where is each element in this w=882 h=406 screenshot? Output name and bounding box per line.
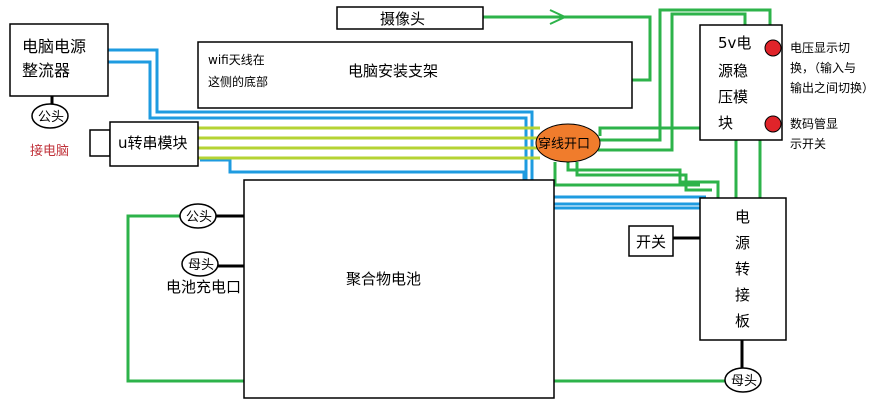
camera-box — [336, 6, 484, 30]
power-wire-6 — [553, 162, 700, 187]
pconv-label-2: 源 — [735, 234, 750, 252]
connect-pc-label: 接电脑 — [30, 143, 69, 159]
wifi-note-1: wifi天线在 — [208, 53, 265, 67]
battery-label: 聚合物电池 — [346, 270, 421, 288]
bottom-female-plug — [724, 367, 762, 393]
pconv-label-5: 板 — [735, 312, 750, 330]
rectifier-male-label: 公头 — [38, 110, 64, 125]
serial-wire-1 — [108, 48, 706, 199]
digital-toggle-indicator — [764, 115, 782, 133]
pass-opening — [535, 123, 601, 163]
switch-label: 开关 — [636, 233, 666, 251]
digital-note-1: 数码管显 — [790, 116, 838, 131]
v5-label-3: 压模 — [718, 88, 748, 106]
battery-charge-label: 电池充电口 — [166, 278, 241, 296]
camera-label: 摄像头 — [380, 10, 425, 28]
battery-male-plug — [179, 203, 217, 229]
switch-box — [628, 225, 674, 257]
camera-arrow — [549, 9, 568, 25]
pconv-label-3: 转 — [735, 260, 750, 278]
rectifier-label-2: 整流器 — [22, 61, 70, 80]
usb-plug — [89, 129, 111, 157]
power-wire-top — [598, 8, 772, 142]
battery-male-label: 公头 — [186, 210, 212, 225]
rectifier-label-1: 电脑电源 — [22, 37, 86, 56]
power-board-box — [699, 197, 787, 341]
power-wire-mid — [598, 12, 747, 152]
rectifier-box — [9, 23, 109, 97]
battery-female-label: 母头 — [188, 258, 214, 273]
battery-female-plug — [181, 251, 219, 277]
power-wire-3 — [598, 126, 700, 136]
wifi-note-2: 这侧的底部 — [208, 74, 268, 89]
voltage-note-2: 换，（输入与 — [790, 60, 856, 75]
battery-box — [243, 179, 555, 399]
voltage-note-1: 电压显示切 — [790, 41, 850, 55]
power-wire-4 — [566, 162, 720, 200]
pc-mount-box — [197, 41, 633, 109]
voltage-toggle-indicator — [764, 39, 782, 57]
v5-label-2: 源稳 — [718, 62, 748, 80]
serial-wire-2 — [108, 60, 706, 206]
voltage-note-3: 输出之间切换） — [790, 80, 874, 95]
bottom-female-label: 母头 — [731, 374, 757, 389]
power-wire-5 — [575, 162, 712, 192]
pconv-label-4: 接 — [735, 286, 750, 304]
v5-label-4: 块 — [718, 114, 733, 132]
usb-serial-label: u转串模块 — [118, 134, 188, 152]
usb-serial-box — [109, 121, 199, 167]
pc-mount-label: 电脑安装支架 — [348, 62, 438, 80]
rectifier-male-plug — [31, 103, 69, 129]
pass-opening-label: 穿线开口 — [538, 136, 590, 152]
v5-label-1: 5v电 — [718, 34, 751, 52]
pconv-label-1: 电 — [735, 208, 750, 226]
digital-note-2: 示开关 — [790, 137, 826, 151]
